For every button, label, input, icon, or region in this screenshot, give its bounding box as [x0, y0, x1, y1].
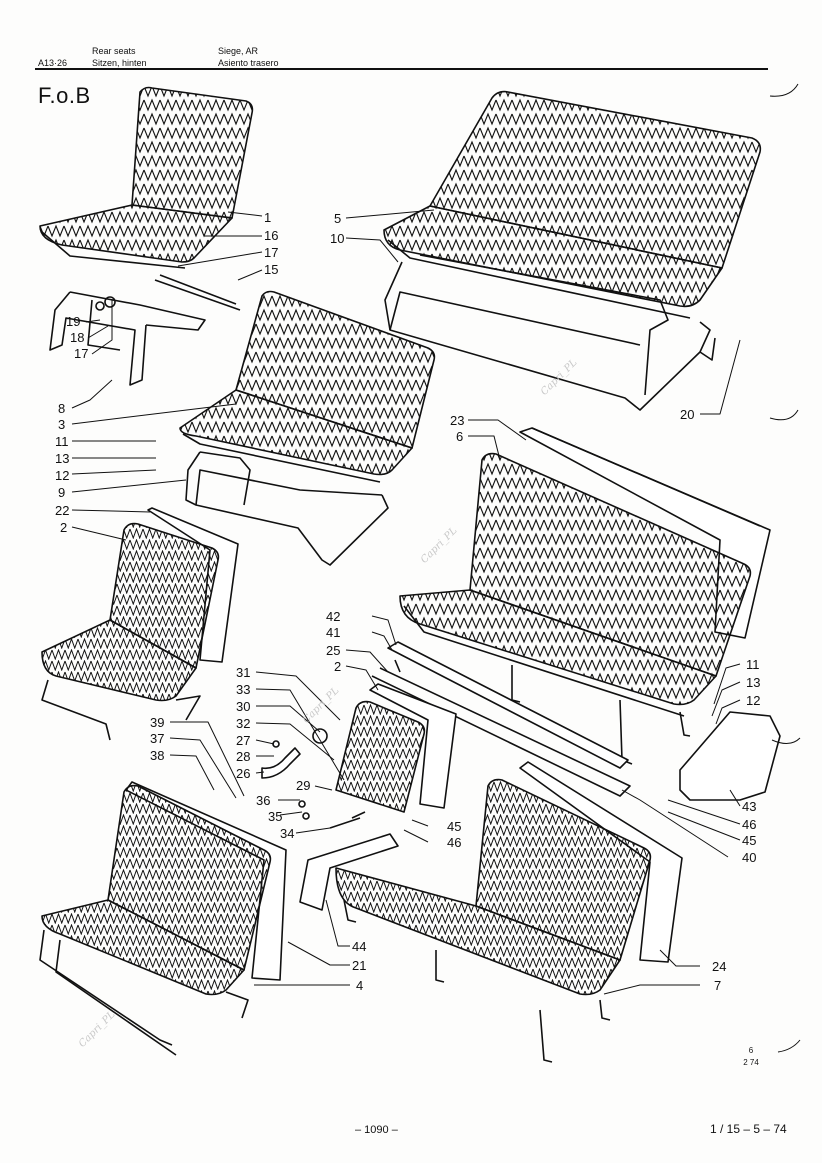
callout-13a: 13: [55, 451, 69, 466]
callout-37: 37: [150, 731, 164, 746]
callout-12b: 12: [746, 693, 760, 708]
double-seat-frame: [179, 290, 436, 483]
leader-lines: [71, 83, 801, 1053]
callout-11a: 11: [55, 434, 69, 449]
callout-43: 43: [742, 799, 756, 814]
callout-13b: 13: [746, 675, 760, 690]
cross-bar: [154, 279, 241, 311]
catalogue-ref: A13·26: [38, 58, 68, 68]
revision-mark-bottom: 2 74: [743, 1058, 759, 1067]
callout-8: 8: [58, 401, 65, 416]
callout-18: 18: [70, 330, 84, 345]
callout-10: 10: [330, 231, 344, 246]
callout-16: 16: [264, 228, 278, 243]
callout-17b: 17: [74, 346, 88, 361]
callout-31: 31: [236, 665, 250, 680]
callout-19: 19: [66, 314, 80, 329]
title-german: Sitzen, hinten: [92, 58, 147, 68]
bench-seat-support: [384, 254, 716, 411]
callout-1: 1: [264, 210, 271, 225]
header-rule: [35, 68, 768, 70]
backrest-panel-large: [519, 427, 771, 639]
title-english: Rear seats: [92, 46, 136, 56]
callout-11b: 11: [746, 657, 760, 672]
callout-2b: 2: [334, 659, 341, 674]
callout-26: 26: [236, 766, 250, 781]
callout-33: 33: [236, 682, 250, 697]
callout-2a: 2: [60, 520, 67, 535]
single-seat-support: [49, 291, 206, 386]
callout-22: 22: [55, 503, 69, 518]
callout-41: 41: [326, 625, 340, 640]
callout-7: 7: [714, 978, 721, 993]
callout-46a: 46: [742, 817, 756, 832]
single-seat-frame: [39, 86, 254, 269]
callout-25: 25: [326, 643, 340, 658]
issue-date: 1 / 15 – 5 – 74: [710, 1122, 787, 1136]
callout-6: 6: [456, 429, 463, 444]
callout-15: 15: [264, 262, 278, 277]
callout-29: 29: [296, 778, 310, 793]
callout-9: 9: [58, 485, 65, 500]
callout-30: 30: [236, 699, 250, 714]
callout-5: 5: [334, 211, 341, 226]
callout-17a: 17: [264, 245, 278, 260]
page-number: – 1090 –: [355, 1124, 398, 1136]
bench-seat-frame: [383, 90, 762, 319]
small-backrest-assembly: [335, 683, 457, 813]
callout-27: 27: [236, 733, 250, 748]
callout-4: 4: [356, 978, 363, 993]
bottom-bench-assembly: [299, 761, 683, 1063]
callout-39: 39: [150, 715, 164, 730]
double-seat-support: [185, 451, 389, 566]
callout-45b: 45: [447, 819, 461, 834]
callout-45a: 45: [742, 833, 756, 848]
double-seat-with-panel: [39, 781, 287, 1056]
revision-mark-top: 6: [748, 1046, 754, 1055]
callout-24: 24: [712, 959, 726, 974]
callout-46b: 46: [447, 835, 461, 850]
callout-23: 23: [450, 413, 464, 428]
callout-3: 3: [58, 417, 65, 432]
single-seat-with-panel: [41, 507, 239, 741]
callout-44: 44: [352, 939, 366, 954]
callout-12a: 12: [55, 468, 69, 483]
title-french: Siege, AR: [218, 46, 259, 56]
model-code: F.o.B: [38, 83, 91, 108]
callout-36: 36: [256, 793, 270, 808]
callout-35: 35: [268, 809, 282, 824]
callout-32: 32: [236, 716, 250, 731]
callout-20: 20: [680, 407, 694, 422]
callout-21: 21: [352, 958, 366, 973]
triple-seat-frame: [399, 452, 752, 717]
side-trim-panel: [679, 711, 781, 801]
callout-42: 42: [326, 609, 340, 624]
callout-34: 34: [280, 826, 294, 841]
callout-38: 38: [150, 748, 164, 763]
title-spanish: Asiento trasero: [218, 58, 279, 68]
hinge-hardware: [261, 728, 366, 829]
callout-28: 28: [236, 749, 250, 764]
seat-rail-assembly: [371, 641, 631, 797]
callout-40: 40: [742, 850, 756, 865]
